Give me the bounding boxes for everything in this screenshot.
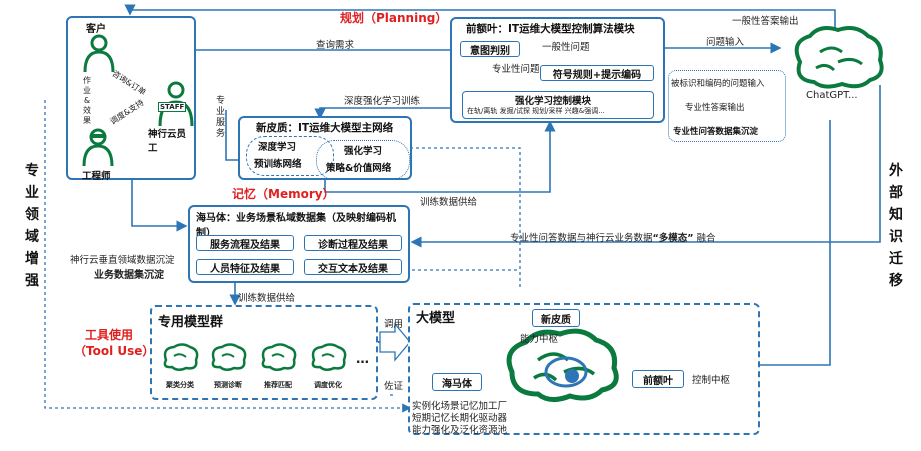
prof-answer-label: 专业性答案输出	[685, 103, 745, 113]
cluster-brain-icon	[163, 343, 199, 371]
special-model-4: 调度优化	[314, 381, 342, 389]
chatgpt-label: ChatGPT...	[806, 90, 858, 101]
schedule-brain-icon	[311, 343, 347, 371]
vertical-deposit-label: 神行云垂直领域数据沉淀	[70, 255, 175, 266]
big-hippocampus-box: 海马体	[432, 373, 482, 391]
consult-label: 咨询&订单	[110, 68, 148, 98]
rl-items: 在轨/离轨 发掘/试探 规划/采样 兴趣&强调...	[467, 107, 605, 115]
engineer-label: 工程师	[82, 171, 111, 182]
frontal-module: 前额叶：IT运维大模型控制算法模块 意图判别 一般性问题 专业性问题 符号规则+…	[450, 17, 665, 123]
support-label: 调度&支持	[108, 98, 146, 127]
big-frontal-box: 前额叶	[632, 370, 684, 388]
query-label: 查询需求	[316, 40, 355, 51]
big-neocortex-box: 新皮质	[532, 309, 580, 327]
big-desc-1: 实例化场景记忆加工厂	[412, 401, 508, 412]
call-label: 调用	[384, 319, 404, 330]
special-models-title: 专用模型群	[158, 315, 224, 330]
professional-service-label: 专业服务	[216, 96, 226, 139]
train-supply-label-2: 训练数据供给	[238, 293, 296, 304]
special-model-3: 推荐匹配	[264, 381, 292, 389]
big-model-title: 大模型	[416, 311, 456, 326]
big-desc-2: 短期记忆长期化驱动器	[412, 413, 508, 424]
engineer-icon	[82, 128, 114, 166]
pretrain-label: 预训练网络	[254, 159, 302, 170]
chatgpt-brain-icon	[794, 26, 884, 89]
fusion-text: 专业性问答数据与神行云业务数据	[510, 233, 653, 244]
left-side-label: 专业领域增强	[25, 163, 39, 289]
customer-icon	[83, 34, 115, 72]
reinforce-label: 强化学习	[344, 146, 383, 157]
hippo-item-3: 人员特征及结果	[196, 259, 294, 275]
special-models-more: …	[356, 352, 369, 367]
hippo-item-2: 诊断过程及结果	[304, 235, 402, 251]
hippo-item-4: 交互文本及结果	[304, 259, 402, 275]
hippocampus-title: 海马体：业务场景私域数据集（及映射编码机制）	[196, 213, 396, 239]
memory-title: 记忆（Memory）	[232, 187, 335, 201]
tool-use-title: 工具使用	[85, 328, 134, 342]
actors-panel: 客户 作业&效果 咨询&订单 调度&支持 STAFF 神行云员工 工程师	[66, 16, 196, 182]
prof-qa-dataset-label: 专业性问答数据集沉淀	[673, 127, 759, 137]
rl-control-box: 强化学习控制模块 在轨/离轨 发掘/试探 规划/采样 兴趣&强调...	[462, 91, 654, 119]
prof-question-label: 专业性问题	[492, 64, 540, 75]
prof-qa-panel: 被标识和编码的问题输入 专业性答案输出 专业性问答数据集沉淀	[668, 70, 786, 142]
neocortex-title: 新皮质：IT运维大模型主网络	[256, 122, 394, 134]
hippo-item-1: 服务流程及结果	[196, 235, 294, 251]
special-model-1: 聚类分类	[166, 381, 194, 389]
planning-title: 规划（Planning）	[340, 11, 448, 25]
question-input-label: 问题输入	[706, 37, 745, 48]
staff-badge: STAFF	[158, 102, 187, 112]
recommend-brain-icon	[261, 343, 297, 371]
customer-label: 客户	[86, 24, 106, 35]
ctrl-center-label: 控制中枢	[692, 375, 731, 386]
biz-dataset-label: 业务数据集沉淀	[94, 270, 164, 281]
fusion-label: 专业性问答数据与神行云业务数据“多模态” 融合	[510, 230, 716, 244]
customer-note: 作业&效果	[83, 76, 91, 125]
big-model-brain-icon	[506, 328, 619, 402]
general-question-label: 一般性问题	[542, 42, 590, 53]
tool-use-subtitle: （Tool Use）	[74, 344, 155, 358]
symbol-box: 符号规则+提示编码	[540, 65, 654, 81]
rl-title: 强化学习控制模块	[515, 96, 592, 107]
fusion-tail: 融合	[696, 233, 716, 244]
deep-learning-label: 深度学习	[258, 142, 297, 153]
big-desc-3: 能力强化及泛化资源池	[412, 425, 508, 436]
deep-rl-train-label: 深度强化学习训练	[344, 96, 421, 107]
frontal-title: 前额叶：IT运维大模型控制算法模块	[466, 23, 635, 35]
rl-oval	[316, 140, 410, 180]
evidence-label: 佐证	[384, 381, 404, 392]
right-side-label: 外部知识迁移	[889, 163, 903, 289]
predict-brain-icon	[211, 343, 247, 371]
staff-label: 神行云员工	[148, 129, 187, 154]
encoded-question-label: 被标识和编码的问题输入	[671, 79, 765, 89]
hippocampus-module: 海马体：业务场景私域数据集（及映射编码机制） 服务流程及结果 诊断过程及结果 人…	[188, 205, 410, 283]
special-model-2: 预测诊断	[214, 381, 242, 389]
neocortex-module: 新皮质：IT运维大模型主网络 深度学习 预训练网络 强化学习 策略&价值网络	[238, 116, 412, 180]
policy-label: 策略&价值网络	[326, 163, 392, 174]
train-supply-label-1: 训练数据供给	[420, 197, 478, 208]
intent-box: 意图判别	[460, 41, 520, 57]
general-answer-label: 一般性答案输出	[732, 16, 799, 27]
cap-center-label: 能力中枢	[520, 334, 559, 345]
fusion-bold: “多模态”	[652, 233, 694, 244]
